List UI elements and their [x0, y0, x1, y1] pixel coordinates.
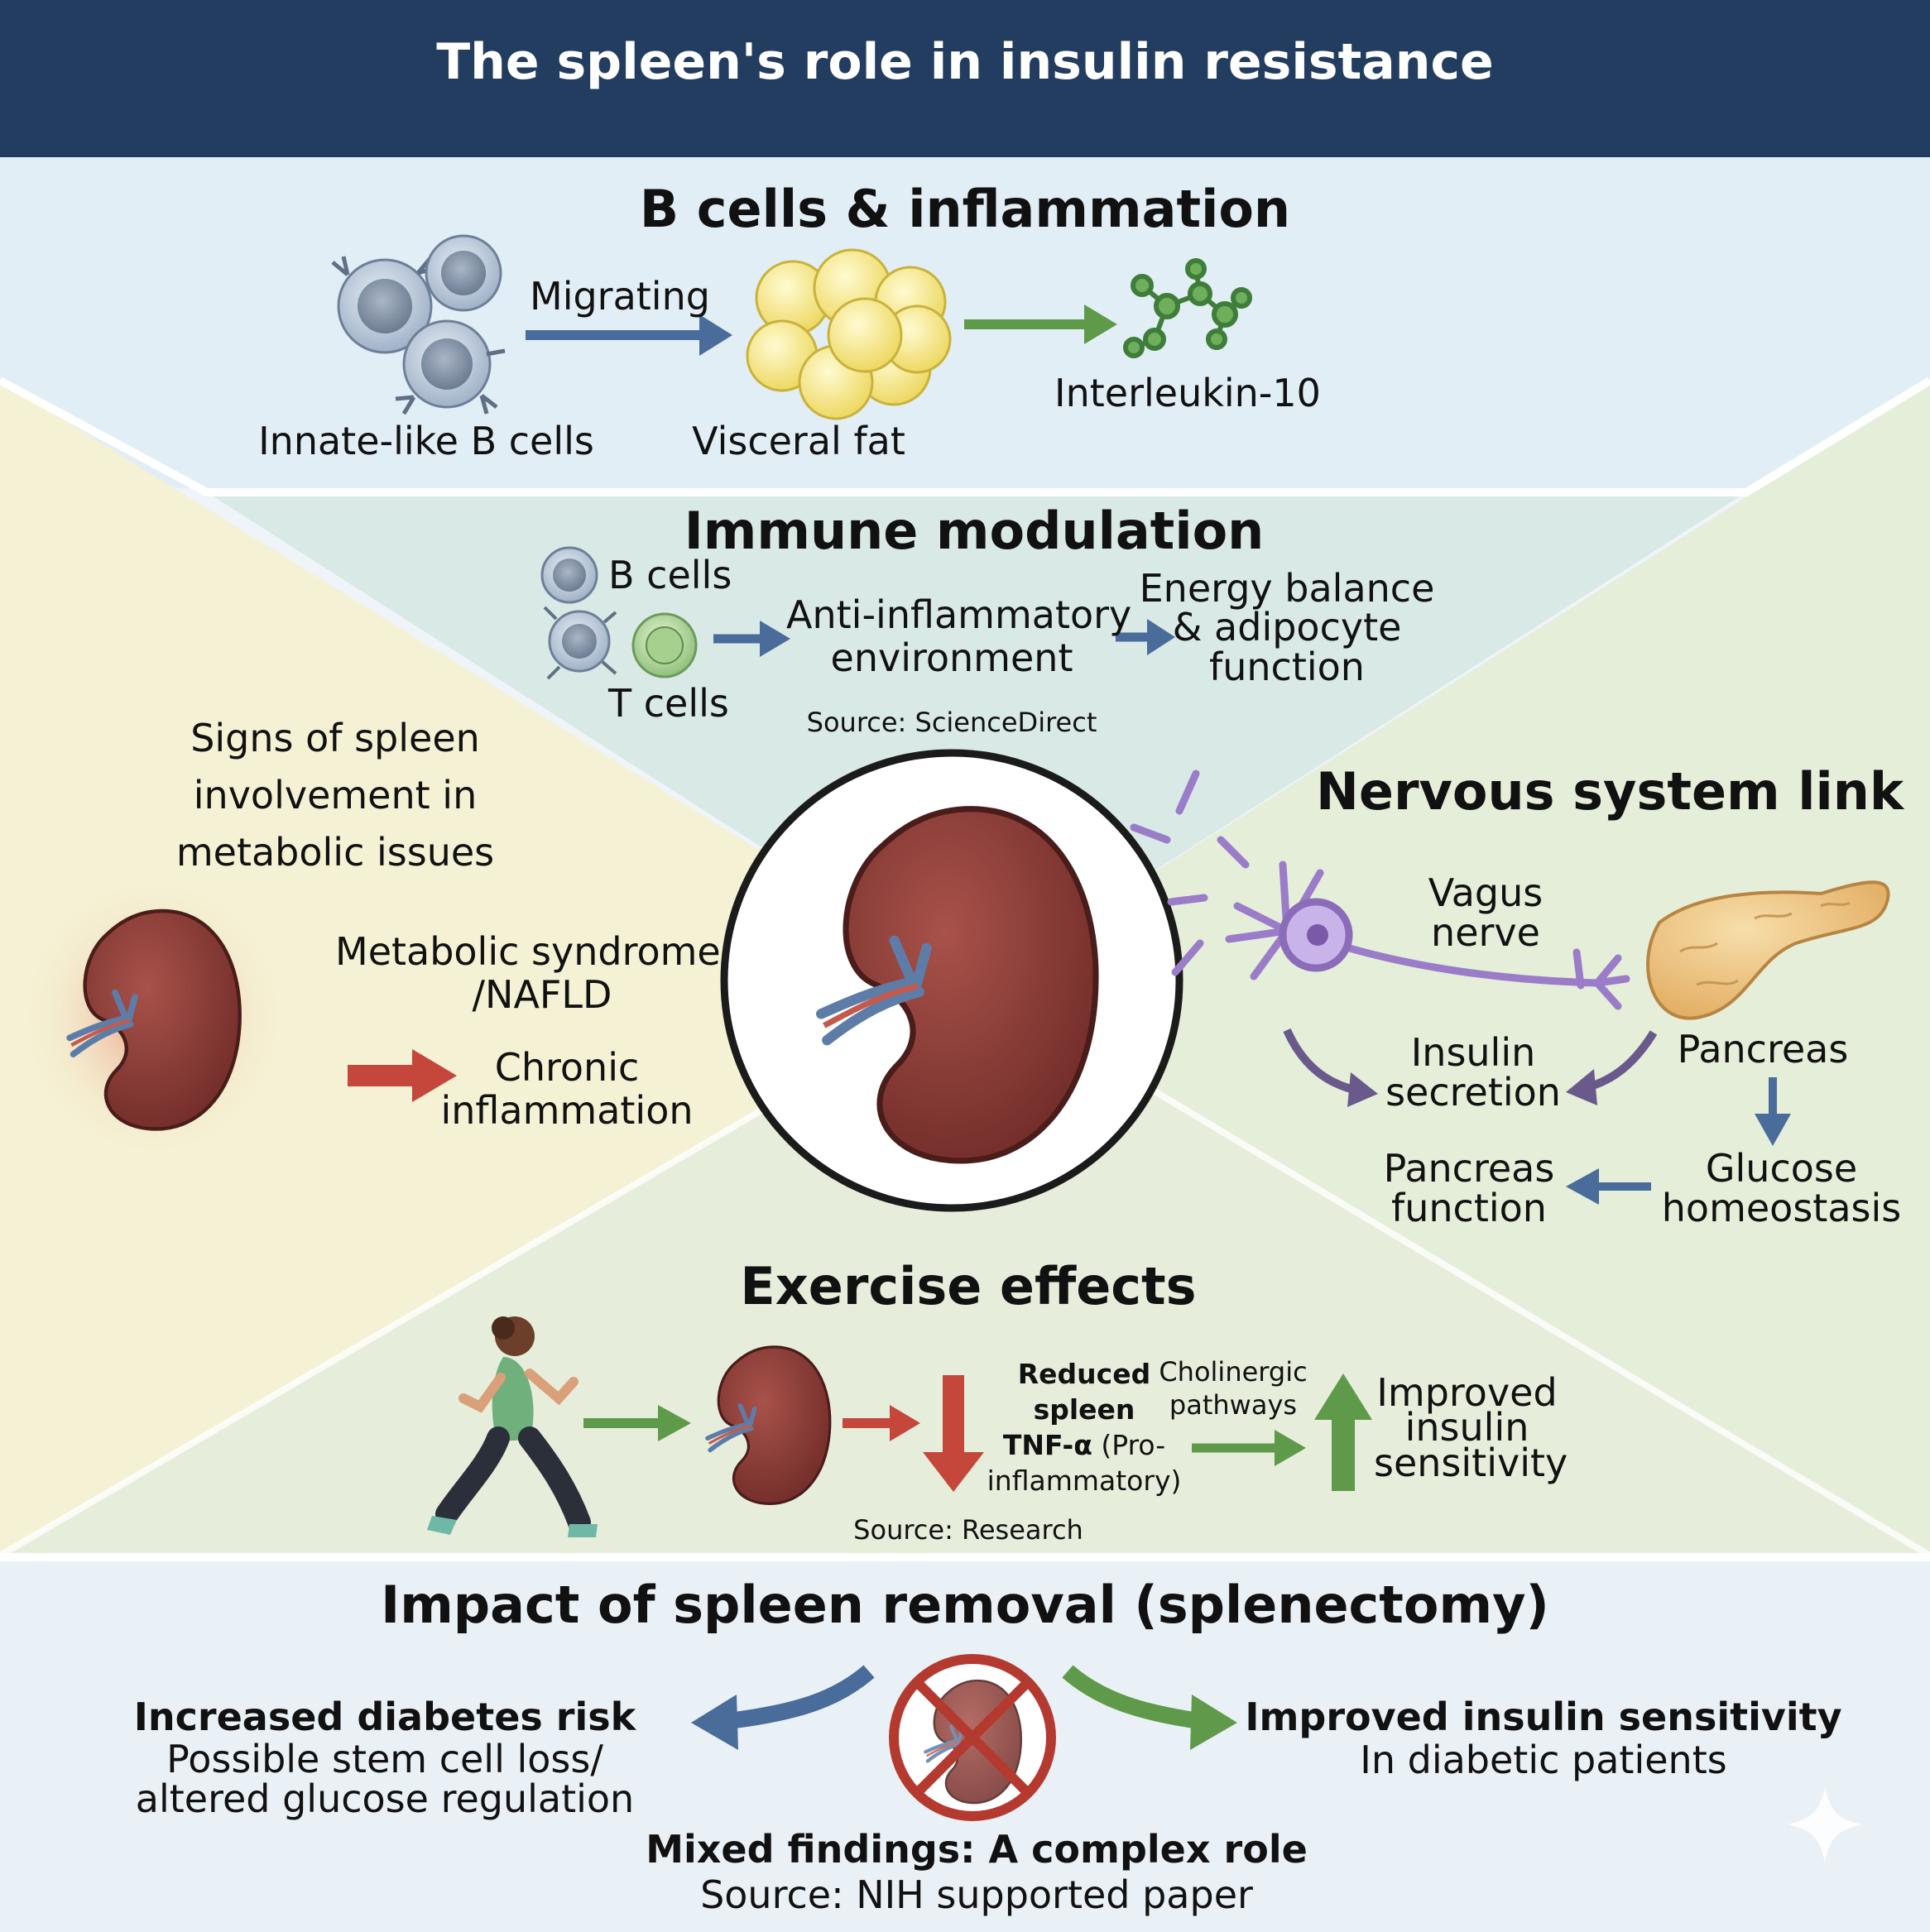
- cholinergic-arrow-icon: [1192, 1430, 1306, 1466]
- il10-arrow-icon: [964, 304, 1117, 344]
- immune-modulation-heading: Immune modulation: [684, 501, 1265, 561]
- b-cells-label: B cells: [608, 553, 732, 597]
- nervous-arrows-icon: [1283, 1028, 1791, 1205]
- interleukin-10-label: Interleukin-10: [1054, 371, 1321, 415]
- migrating-label: Migrating: [530, 274, 710, 319]
- visceral-fat-label: Visceral fat: [692, 419, 905, 463]
- central-spleen-icon: [720, 749, 1183, 1212]
- improved-sensitivity-detail: In diabetic patients: [1360, 1738, 1727, 1782]
- page-title: The spleen's role in insulin resistance: [436, 33, 1494, 91]
- metabolic-syndrome-label: Metabolic syndrome/NAFLD: [335, 929, 721, 1017]
- inflamed-spleen-icon: [21, 877, 286, 1158]
- t-cell-icon: [631, 612, 698, 678]
- pancreas-icon: [1646, 880, 1890, 1020]
- exercise-spleen-icon: [708, 1347, 830, 1504]
- anti-inflammatory-arrow-icon: [713, 621, 790, 657]
- migrating-arrow-icon: [526, 314, 732, 356]
- left-curved-arrow-icon: [691, 1665, 875, 1750]
- splenectomy-heading: Impact of spleen removal (splenectomy): [381, 1575, 1549, 1635]
- interleukin-10-molecule-icon: [1123, 258, 1252, 358]
- runner-icon: [427, 1316, 598, 1537]
- vagus-nerve-neuron-icon: [1130, 769, 1630, 1010]
- chronic-inflammation-arrow-icon: [348, 1049, 457, 1102]
- diabetes-risk-title: Increased diabetes risk: [133, 1695, 636, 1739]
- diabetes-risk-detail: Possible stem cell loss/altered glucose …: [135, 1737, 635, 1822]
- sparkle-icon: [1788, 1787, 1862, 1862]
- exercise-heading: Exercise effects: [740, 1256, 1197, 1316]
- title-banner: [0, 0, 1930, 157]
- exercise-green-arrow-icon: [583, 1405, 691, 1441]
- b-cells-heading: B cells & inflammation: [639, 179, 1291, 239]
- visceral-fat-icon: [746, 248, 952, 420]
- nervous-system-heading: Nervous system link: [1316, 761, 1904, 822]
- improved-sensitivity-title: Improved insulin sensitivity: [1245, 1695, 1842, 1739]
- research-source: Source: Research: [853, 1514, 1083, 1546]
- sciencedirect-source: Source: ScienceDirect: [806, 707, 1097, 738]
- pancreas-label: Pancreas: [1677, 1027, 1849, 1071]
- up-arrow-icon: [1314, 1373, 1372, 1491]
- t-cells-label: T cells: [608, 681, 729, 726]
- energy-balance-arrow-icon: [1116, 619, 1175, 655]
- mixed-findings-label: Mixed findings: A complex role: [646, 1827, 1308, 1872]
- lower-panel: [0, 985, 1930, 1556]
- no-spleen-icon: [889, 1654, 1056, 1821]
- exercise-red-arrow-icon: [843, 1405, 920, 1441]
- innate-b-cells-label: Innate-like B cells: [258, 419, 594, 463]
- down-arrow-icon: [923, 1375, 984, 1492]
- immune-b-cells-icon: [540, 546, 617, 680]
- innate-b-cells-icon: [331, 234, 506, 415]
- right-curved-arrow-icon: [1062, 1665, 1237, 1750]
- nih-source: Source: NIH supported paper: [700, 1872, 1253, 1917]
- left-panel: [0, 381, 977, 1556]
